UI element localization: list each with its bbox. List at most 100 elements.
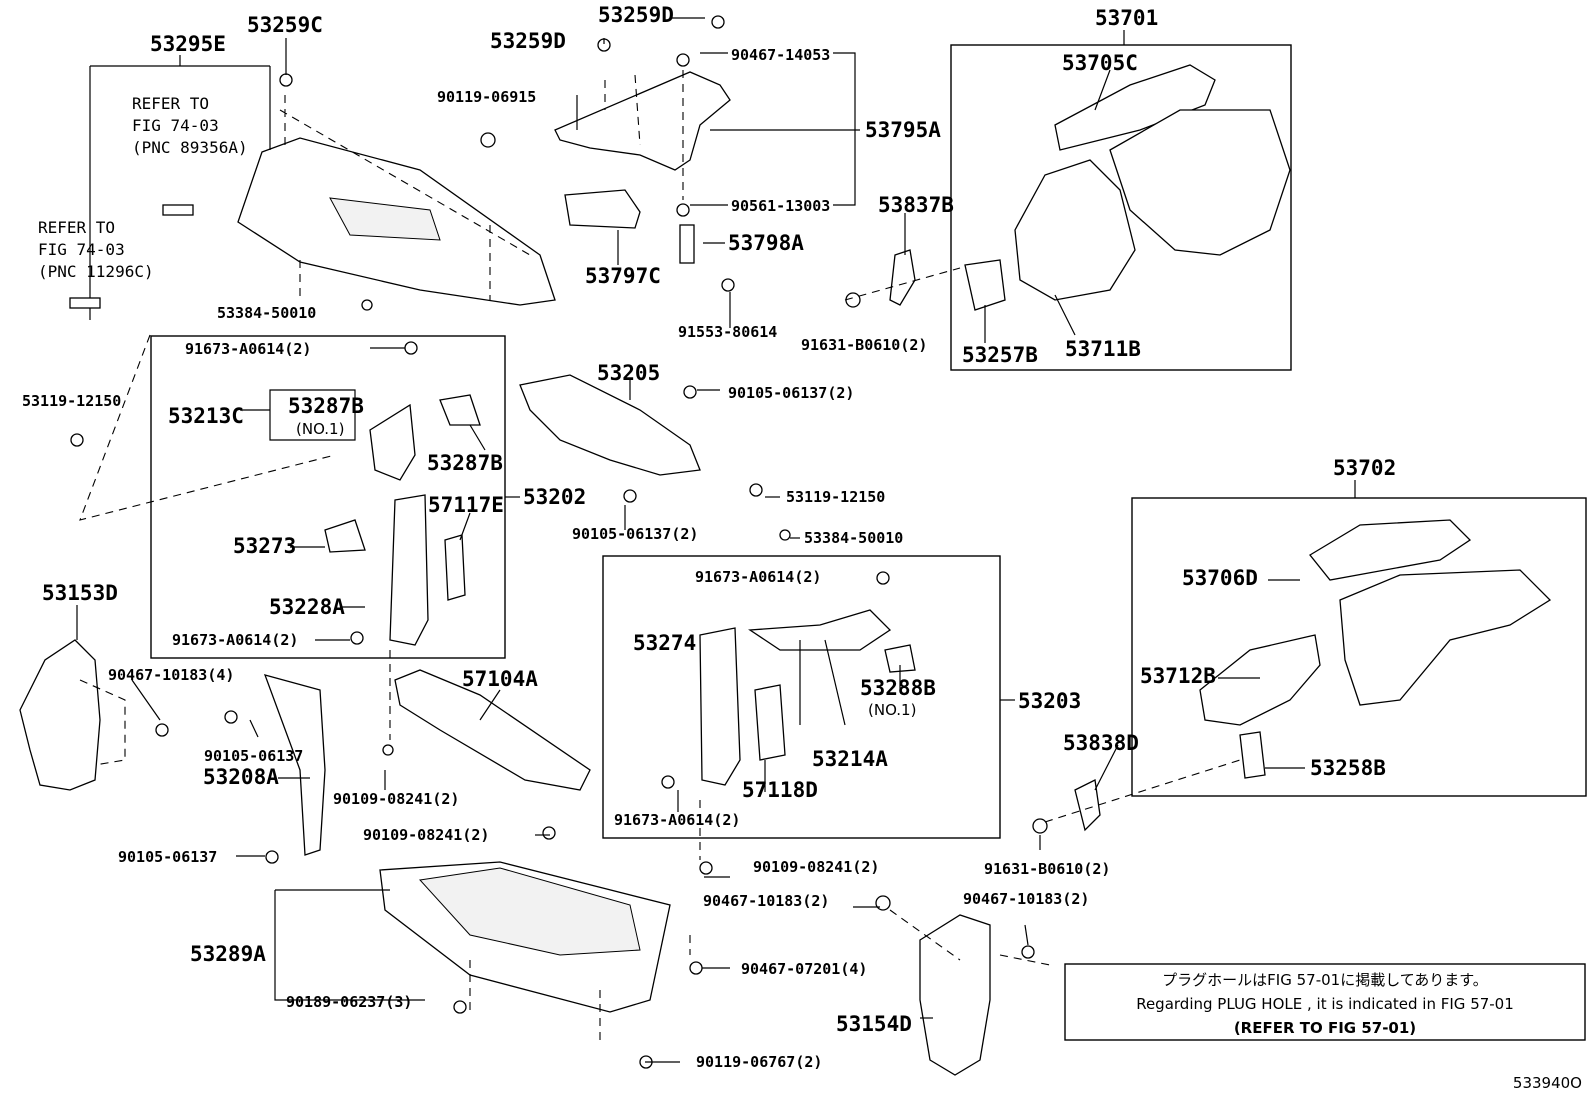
part-53288B-shape — [884, 644, 916, 673]
label-53119-12150-b: 53119-12150 — [786, 488, 885, 506]
label-90109-08241-b: 90109-08241(2) — [363, 826, 489, 844]
label-53798A: 53798A — [728, 231, 804, 255]
label-no1-a: (NO.1) — [296, 420, 344, 438]
part-53274-support-shape — [699, 627, 741, 786]
label-90119-06915: 90119-06915 — [437, 88, 536, 106]
label-53797C: 53797C — [585, 264, 661, 288]
label-90467-14053: 90467-14053 — [731, 46, 830, 64]
leader-lines — [76, 17, 1356, 1063]
refer-note-2-line1: REFER TO — [38, 218, 115, 237]
part-53711B-shape — [1014, 159, 1136, 301]
label-53214A: 53214A — [812, 747, 888, 771]
label-53259D: 53259D — [490, 29, 566, 53]
part-53287B-shape — [439, 394, 481, 426]
part-53208A-shape — [263, 674, 326, 856]
part-53712B-shape — [1199, 634, 1321, 726]
label-53705C: 53705C — [1062, 51, 1138, 75]
plug-hole-note-box — [1064, 963, 1586, 1041]
part-53213C-shape — [369, 403, 416, 481]
label-53258B: 53258B — [1310, 756, 1386, 780]
plug-hole-note-english: Regarding PLUG HOLE , it is indicated in… — [1136, 995, 1514, 1013]
label-91673-A0614-a: 91673-A0614(2) — [185, 340, 311, 358]
label-90105-06137-b: 90105-06137(2) — [572, 525, 698, 543]
label-53202: 53202 — [523, 485, 586, 509]
label-53711B: 53711B — [1065, 337, 1141, 361]
part-53153D-shape — [19, 639, 101, 791]
label-53119-12150-a: 53119-12150 — [22, 392, 121, 410]
refer-note-2-marker — [69, 297, 101, 309]
assembly-lines — [79, 70, 1241, 1040]
label-53228A: 53228A — [269, 595, 345, 619]
refer-note-1-line2: FIG 74-03 — [132, 116, 219, 135]
part-53295E-opening — [329, 197, 441, 241]
part-57118D-shape — [754, 684, 786, 761]
part-53705C-shape — [1054, 64, 1216, 151]
label-53795A: 53795A — [865, 118, 941, 142]
label-90105-06137-c: 90105-06137 — [204, 747, 303, 765]
label-53384-50010-b: 53384-50010 — [804, 529, 903, 547]
plug-hole-note-japanese: プラグホールはFIG 57-01に掲載してあります。 — [1162, 971, 1488, 989]
label-90467-10183-a: 90467-10183(4) — [108, 666, 234, 684]
part-53273-shape — [324, 519, 366, 553]
group-box-53702 — [1131, 497, 1587, 797]
group-box-53203 — [602, 555, 1001, 839]
part-53706D-shape — [1309, 519, 1472, 581]
part-53205-shape — [519, 374, 701, 476]
part-53202-support-shape — [389, 494, 429, 646]
part-53701-apron-shape — [1109, 109, 1291, 256]
refer-note-2-line2: FIG 74-03 — [38, 240, 125, 259]
part-53702-apron-shape — [1339, 569, 1552, 706]
label-57118D: 57118D — [742, 778, 818, 802]
part-53837B-shape — [889, 249, 916, 306]
label-91673-A0614-c: 91673-A0614(2) — [695, 568, 821, 586]
label-53205: 53205 — [597, 361, 660, 385]
part-53797C-shape — [564, 189, 641, 229]
label-90467-10183-b: 90467-10183(2) — [703, 892, 829, 910]
label-90467-07201: 90467-07201(4) — [741, 960, 867, 978]
label-53274: 53274 — [633, 631, 696, 655]
label-90189-06237: 90189-06237(3) — [286, 993, 412, 1011]
label-90105-06137-d: 90105-06137 — [118, 848, 217, 866]
label-53208A: 53208A — [203, 765, 279, 789]
part-53257B-shape — [964, 259, 1006, 311]
label-57117E: 57117E — [428, 493, 504, 517]
plug-hole-note: プラグホールはFIG 57-01に掲載してあります。 Regarding PLU… — [1136, 971, 1514, 1037]
label-53706D: 53706D — [1182, 566, 1258, 590]
label-91631-B0610-b: 91631-B0610(2) — [984, 860, 1110, 878]
label-53384-50010-a: 53384-50010 — [217, 304, 316, 322]
label-91553-80614: 91553-80614 — [678, 323, 777, 341]
label-90109-08241-a: 90109-08241(2) — [333, 790, 459, 808]
label-53288B: 53288B — [860, 676, 936, 700]
diagram-id: 533940O — [1513, 1074, 1582, 1092]
label-57104A: 57104A — [462, 667, 538, 691]
label-91631-B0610-a: 91631-B0610(2) — [801, 336, 927, 354]
part-57104A-shape — [394, 669, 591, 791]
label-53287B: 53287B — [427, 451, 503, 475]
group-box-53701 — [950, 44, 1292, 371]
label-53153D: 53153D — [42, 581, 118, 605]
refer-note-1-line1: REFER TO — [132, 94, 209, 113]
label-53259D-top: 53259D — [598, 3, 674, 27]
part-53289A-panel — [419, 867, 641, 956]
label-53154D: 53154D — [836, 1012, 912, 1036]
part-53798A-shape — [679, 224, 695, 264]
label-90467-10183-c: 90467-10183(2) — [963, 890, 1089, 908]
label-53838D: 53838D — [1063, 731, 1139, 755]
refer-note-1-marker — [162, 204, 194, 216]
label-53287B-no1: 53287B — [288, 394, 364, 418]
refer-note-2-line3: (PNC 11296C) — [38, 262, 154, 281]
part-53214A-shape — [748, 609, 892, 651]
label-53289A: 53289A — [190, 942, 266, 966]
label-no1-b: (NO.1) — [868, 701, 916, 719]
label-53702: 53702 — [1333, 456, 1396, 480]
part-53838D-shape — [1074, 779, 1101, 832]
label-53837B: 53837B — [878, 193, 954, 217]
label-91673-A0614-b: 91673-A0614(2) — [172, 631, 298, 649]
label-53259C: 53259C — [247, 13, 323, 37]
label-90109-08241-c: 90109-08241(2) — [753, 858, 879, 876]
label-53712B: 53712B — [1140, 664, 1216, 688]
refer-note-1-line3: (PNC 89356A) — [132, 138, 248, 157]
label-90561-13003: 90561-13003 — [731, 197, 830, 215]
